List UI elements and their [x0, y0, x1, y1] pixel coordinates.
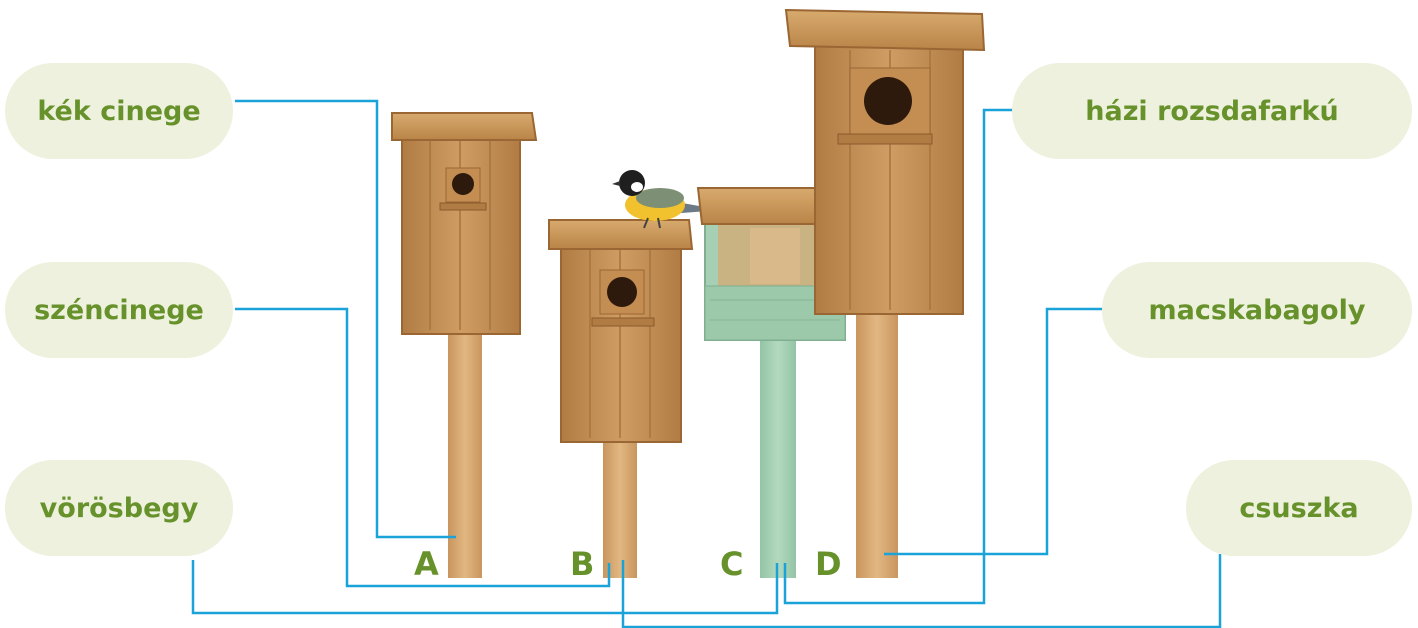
- post-b: [603, 440, 637, 578]
- label-vorosbegy[interactable]: vörösbegy: [5, 460, 233, 556]
- entrance-hole-d: [864, 77, 912, 125]
- birdhouse-b: [549, 220, 692, 578]
- letter-d: D: [815, 545, 842, 583]
- entrance-hole-b: [607, 277, 637, 307]
- label-macskabagoly[interactable]: macskabagoly: [1102, 262, 1412, 358]
- label-szencinege-text: széncinege: [34, 295, 204, 326]
- label-hazi-rozsdafarku-text: házi rozsdafarkú: [1085, 96, 1338, 127]
- letter-c: C: [720, 545, 743, 583]
- connector-csuszka: [623, 554, 1220, 627]
- label-csuszka[interactable]: csuszka: [1186, 460, 1412, 556]
- label-kek-cinege[interactable]: kék cinege: [5, 63, 233, 159]
- letter-a: A: [414, 545, 439, 583]
- roof-d: [786, 10, 984, 50]
- box-a: [402, 136, 520, 334]
- birdhouse-d: [786, 10, 984, 578]
- connector-lines: [193, 101, 1220, 627]
- label-hazi-rozsdafarku[interactable]: házi rozsdafarkú: [1012, 63, 1412, 159]
- post-a: [448, 330, 482, 578]
- label-vorosbegy-text: vörösbegy: [40, 493, 199, 524]
- label-szencinege[interactable]: széncinege: [5, 262, 233, 358]
- label-macskabagoly-text: macskabagoly: [1149, 295, 1366, 326]
- entrance-hole-a: [452, 173, 474, 195]
- label-csuszka-text: csuszka: [1239, 493, 1358, 524]
- roof-b: [549, 220, 692, 249]
- label-kek-cinege-text: kék cinege: [37, 96, 200, 127]
- roof-a: [392, 113, 536, 140]
- post-d: [856, 312, 898, 578]
- letter-b: B: [570, 545, 594, 583]
- connector-macskabagoly: [884, 309, 1103, 554]
- post-c: [760, 338, 796, 578]
- birdhouse-a: [392, 113, 536, 578]
